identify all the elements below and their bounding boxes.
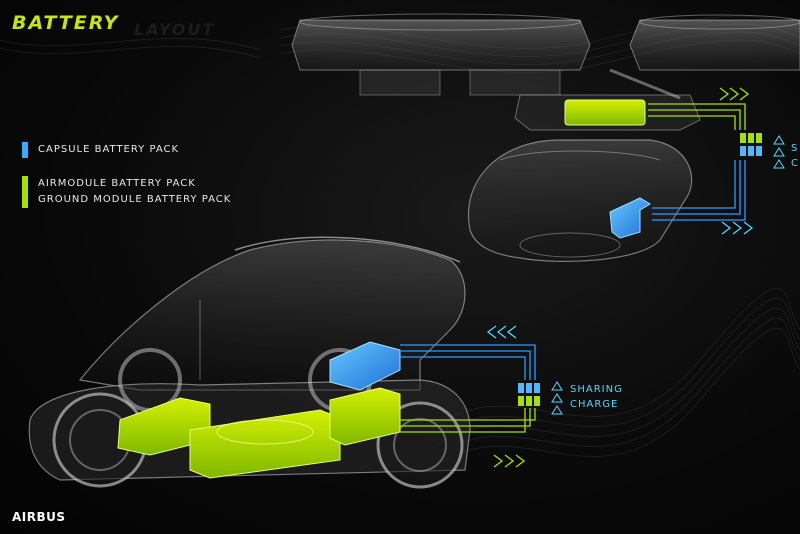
ground-module-battery-pack	[117, 387, 401, 479]
capsule-battery-pack-top	[609, 197, 651, 239]
sharing-label-top: S	[791, 143, 799, 154]
title-battery: BATTERY	[12, 12, 120, 34]
floating-capsule	[467, 139, 693, 262]
airmodule-swatch	[22, 176, 28, 192]
capsule-battery-pack-car	[329, 341, 401, 391]
connector-block-top	[740, 133, 785, 169]
sharing-label-bottom: SHARING	[570, 384, 623, 395]
air-module	[291, 13, 800, 131]
charge-label-top: C	[791, 158, 799, 169]
title-banner: BATTERY LAYOUT	[0, 6, 300, 39]
charge-label-bottom: CHARGE	[570, 399, 619, 410]
ground-module-swatch	[22, 192, 28, 208]
charge-wiring-top	[648, 87, 754, 235]
legend-label: AIRMODULE BATTERY PACK	[38, 178, 196, 189]
connector-block-bottom	[518, 381, 563, 415]
charge-wiring-bottom	[400, 325, 536, 468]
airbus-logo: AIRBUS	[12, 510, 66, 524]
capsule-swatch	[22, 142, 28, 158]
legend-label: CAPSULE BATTERY PACK	[38, 144, 180, 155]
legend-label: GROUND MODULE BATTERY PACK	[38, 194, 232, 205]
airmodule-battery-pack	[564, 99, 646, 126]
title-layout: LAYOUT	[134, 20, 216, 39]
